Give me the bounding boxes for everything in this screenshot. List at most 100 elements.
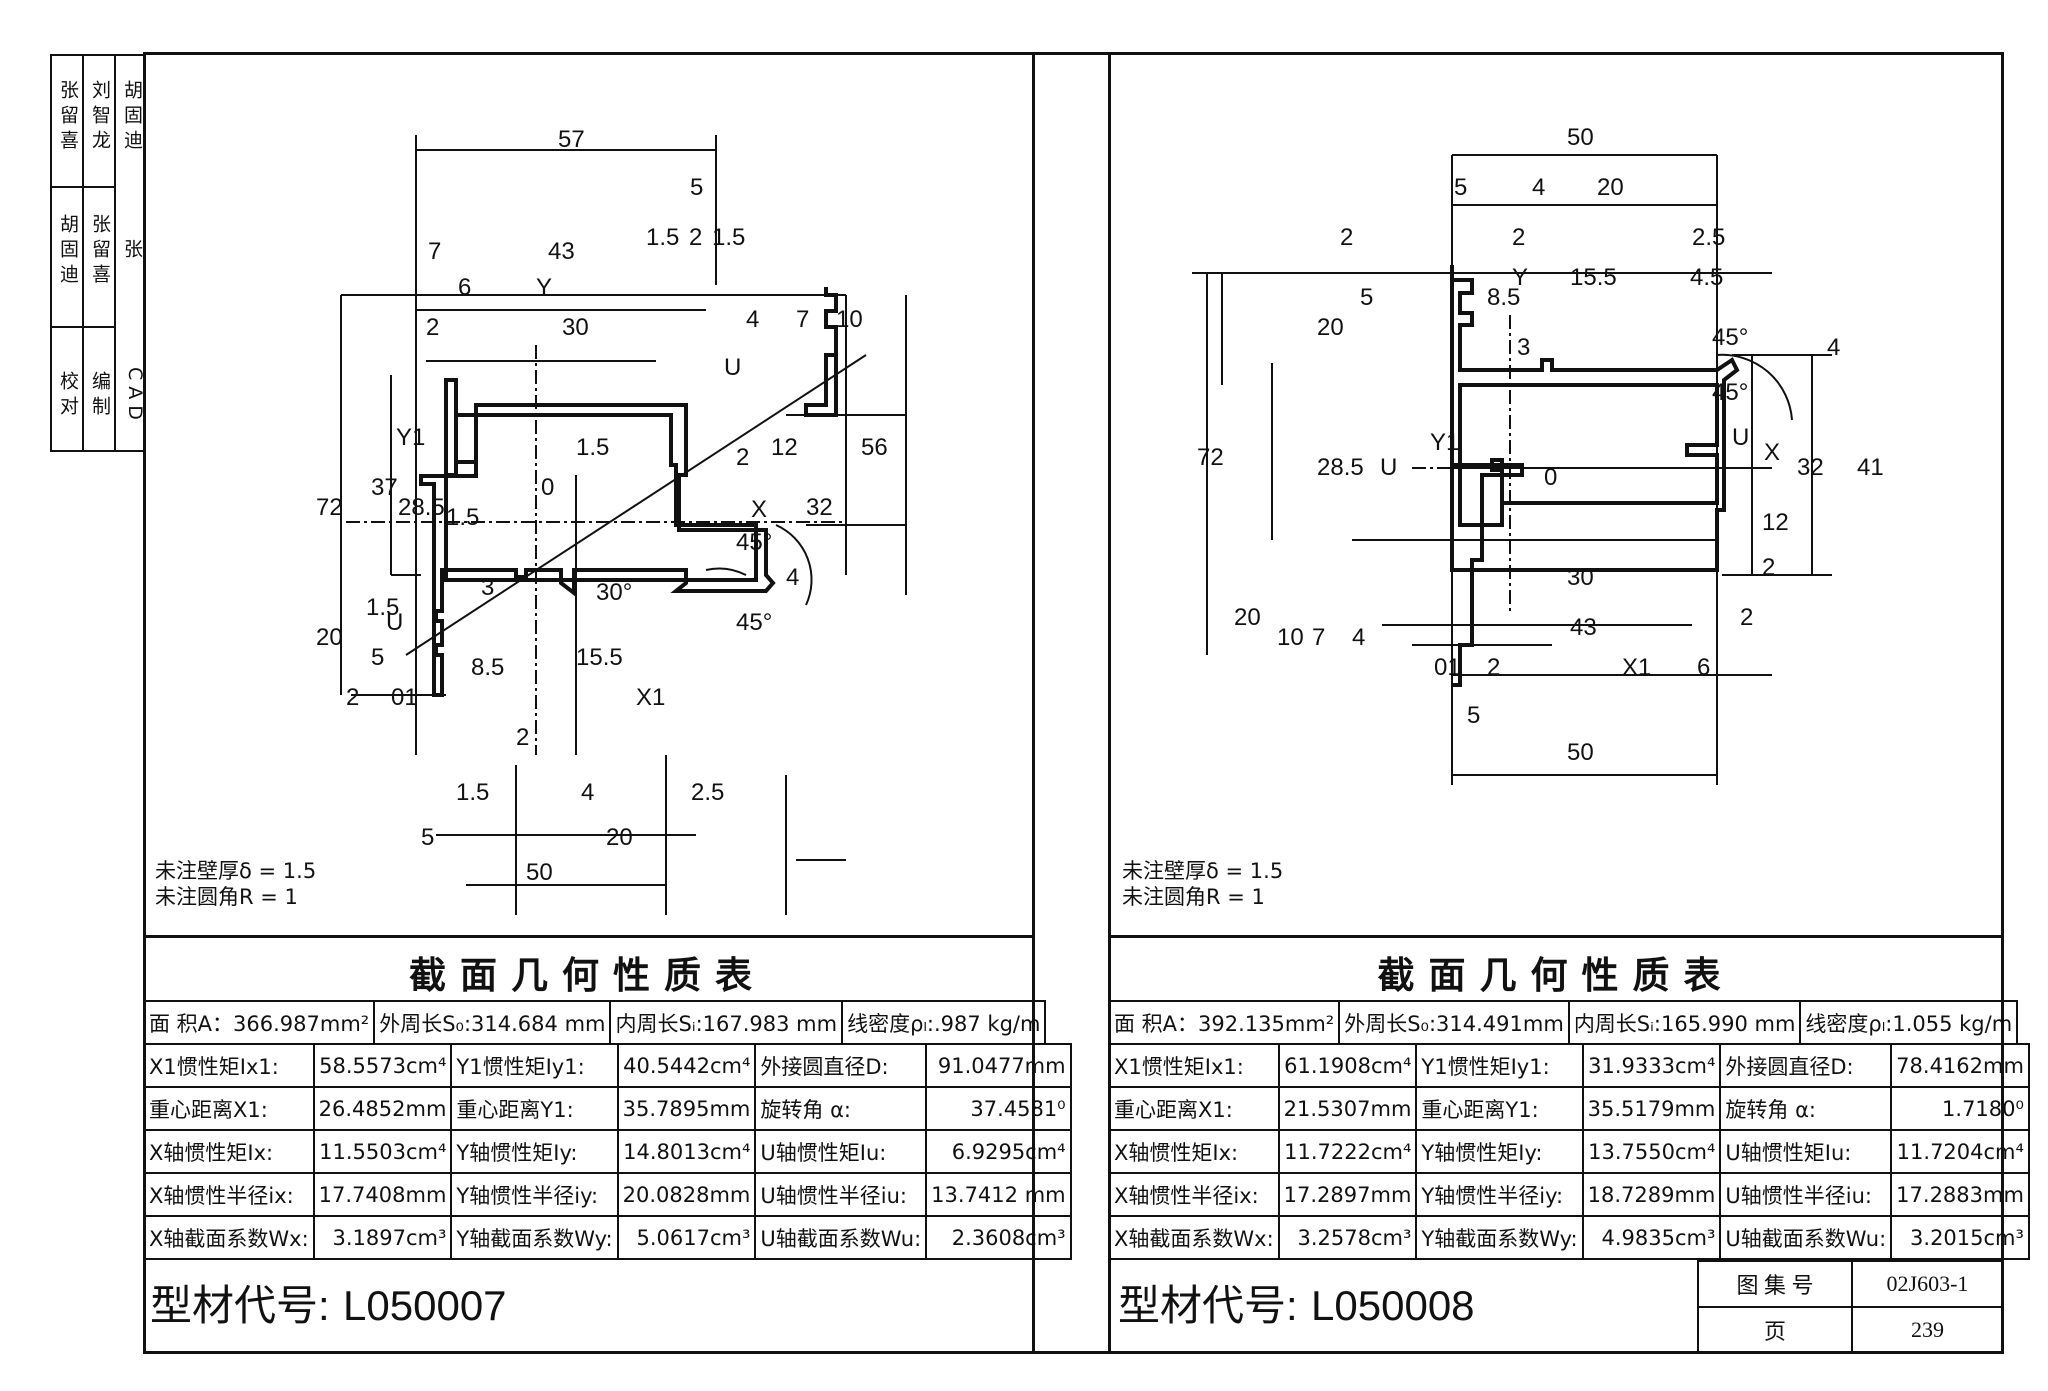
dim-label: 20 — [1317, 314, 1344, 341]
signature-role: CAD — [124, 366, 146, 426]
table-cell: U轴惯性矩Iu: — [754, 1129, 928, 1174]
dim-label: 72 — [316, 494, 343, 521]
dim-label: 57 — [558, 126, 585, 153]
table-cell: 17.2897mm — [1277, 1172, 1418, 1217]
dim-label: 7 — [1312, 624, 1325, 651]
table-row: 面 积A：392.135mm² 外周长S₀:314.491mm 内周长Sᵢ:16… — [1107, 1000, 2019, 1045]
dim-label: 1.5 — [446, 504, 479, 531]
table-cell: X轴惯性矩Ix: — [143, 1129, 315, 1174]
table-cell: 3.1897cm³ — [312, 1215, 453, 1260]
axis-label: X1 — [636, 684, 665, 711]
dim-label: 72 — [1197, 444, 1224, 471]
dim-label: 5 — [690, 174, 703, 201]
dim-label: 20 — [606, 824, 633, 851]
table-cell: 58.5573cm⁴ — [312, 1043, 453, 1088]
table-cell: X1惯性矩Ix1: — [143, 1043, 315, 1088]
table-cell: 3.2578cm³ — [1277, 1215, 1418, 1260]
table-cell: 11.7204cm⁴ — [1890, 1129, 2030, 1174]
axis-label: U — [386, 609, 403, 636]
table-title: 截面几何性质表 — [409, 954, 766, 997]
dim-label: 10 — [836, 306, 863, 333]
table-row: X1惯性矩Ix1: 58.5573cm⁴ Y1惯性矩Iy1: 40.5442cm… — [143, 1043, 1072, 1088]
dim-label: 28.5 — [1317, 454, 1364, 481]
table-cell: Y轴截面系数Wy: — [1415, 1215, 1584, 1260]
note-fillet-radius: 未注圆角R = 1 — [1122, 885, 1265, 909]
table-cell: 线密度ρₗ:1.055 kg/m — [1799, 1000, 2019, 1045]
properties-table-left: 面 积A：366.987mm² 外周长S₀:314.684 mm 内周长Sᵢ:1… — [142, 1000, 1047, 1045]
table-cell: U轴惯性半径iu: — [754, 1172, 928, 1217]
table-cell: 重心距离Y1: — [1415, 1086, 1584, 1131]
table-cell: 5.0617cm³ — [616, 1215, 757, 1260]
table-cell: 3.2015cm³ — [1890, 1215, 2030, 1260]
dim-label: 50 — [1567, 739, 1594, 766]
table-cell: 17.2883mm — [1890, 1172, 2030, 1217]
table-cell: 37.4581⁰ — [925, 1086, 1072, 1131]
signature-cell: 张留喜 — [57, 79, 79, 155]
dim-label: 2 — [1340, 224, 1353, 251]
table-row: X轴惯性矩Ix: 11.5503cm⁴ Y轴惯性矩Iy: 14.8013cm⁴ … — [143, 1129, 1072, 1174]
signature-col-3: 胡固迪 张 CAD — [116, 56, 148, 450]
dim-label: 30° — [596, 579, 632, 606]
axis-label: 0 — [541, 474, 554, 501]
signature-cell: 胡固迪 — [57, 213, 79, 289]
table-cell: 面 积A：392.135mm² — [1107, 1000, 1341, 1045]
dim-label: 6 — [458, 274, 471, 301]
profile-code-label: 型材代号: — [1118, 1282, 1298, 1329]
dim-label: 4 — [1532, 174, 1545, 201]
dim-label: 2 — [516, 724, 529, 751]
table-cell: 外接圆直径D: — [754, 1043, 928, 1088]
table-cell: U轴惯性半径iu: — [1719, 1172, 1893, 1217]
dim-label: 2 — [426, 314, 439, 341]
table-cell: 14.8013cm⁴ — [616, 1129, 757, 1174]
dim-label: 45° — [736, 529, 772, 556]
dim-label: 2 — [346, 684, 359, 711]
axis-label: 0 — [1544, 464, 1557, 491]
page-label: 页 — [1697, 1306, 1853, 1354]
table-cell: 35.5179mm — [1581, 1086, 1722, 1131]
table-cell: 61.1908cm⁴ — [1277, 1043, 1418, 1088]
dim-label: 5 — [371, 644, 384, 671]
table-cell: 旋转角 α: — [1719, 1086, 1893, 1131]
axis-label: U — [1380, 454, 1397, 481]
table-cell: X轴截面系数Wx: — [143, 1215, 315, 1260]
table-cell: 重心距离X1: — [1108, 1086, 1280, 1131]
axis-label: Y1 — [396, 424, 425, 451]
note-right: 未注壁厚δ = 1.5 未注圆角R = 1 — [1122, 858, 1283, 910]
panel-divider — [1032, 52, 1035, 1354]
dim-label: 2 — [689, 224, 702, 251]
table-cell: U轴截面系数Wu: — [1719, 1215, 1893, 1260]
profile-code-value: L050007 — [343, 1282, 507, 1329]
axis-label: Y — [536, 274, 552, 301]
dim-label: 2 — [1487, 654, 1500, 681]
signature-cell: 张留喜 — [89, 213, 111, 289]
table-cell: X1惯性矩Ix1: — [1108, 1043, 1280, 1088]
dim-label: 41 — [1857, 454, 1884, 481]
profile-code-value: L050008 — [1311, 1282, 1475, 1329]
table-cell: 线密度ρₗ:.987 kg/m — [841, 1000, 1047, 1045]
table-cell: Y轴截面系数Wy: — [450, 1215, 619, 1260]
table-cell: 旋转角 α: — [754, 1086, 928, 1131]
page-value: 239 — [1851, 1306, 2004, 1354]
dim-label: 5 — [1467, 702, 1480, 729]
dim-label: 4 — [581, 779, 594, 806]
profile-web — [1452, 463, 1524, 687]
dim-label: 1.5 — [456, 779, 489, 806]
table-row: X轴截面系数Wx: 3.2578cm³ Y轴截面系数Wy: 4.9835cm³ … — [1108, 1215, 2030, 1260]
axis-label: Y1 — [1430, 429, 1459, 456]
dim-label: 1.5 — [712, 224, 745, 251]
table-cell: 18.7289mm — [1581, 1172, 1722, 1217]
signature-divider — [52, 326, 116, 328]
dim-label: 7 — [428, 238, 441, 265]
title-block-row: 图 集 号 02J603-1 — [1697, 1260, 2004, 1308]
table-cell: Y轴惯性半径iy: — [1415, 1172, 1584, 1217]
dim-label: 15.5 — [1570, 264, 1617, 291]
properties-table-left-body: X1惯性矩Ix1: 58.5573cm⁴ Y1惯性矩Iy1: 40.5442cm… — [143, 1043, 1072, 1260]
profile-right-flange — [804, 287, 838, 417]
table-row: X轴惯性半径ix: 17.2897mm Y轴惯性半径iy: 18.7289mm … — [1108, 1172, 2030, 1217]
table-cell: 13.7412 mm — [925, 1172, 1072, 1217]
dim-label: 5 — [1360, 284, 1373, 311]
table-cell: 13.7550cm⁴ — [1581, 1129, 1722, 1174]
dim-label: 20 — [1597, 174, 1624, 201]
table-cell: 6.9295cm⁴ — [925, 1129, 1072, 1174]
table-cell: 重心距离Y1: — [450, 1086, 619, 1131]
